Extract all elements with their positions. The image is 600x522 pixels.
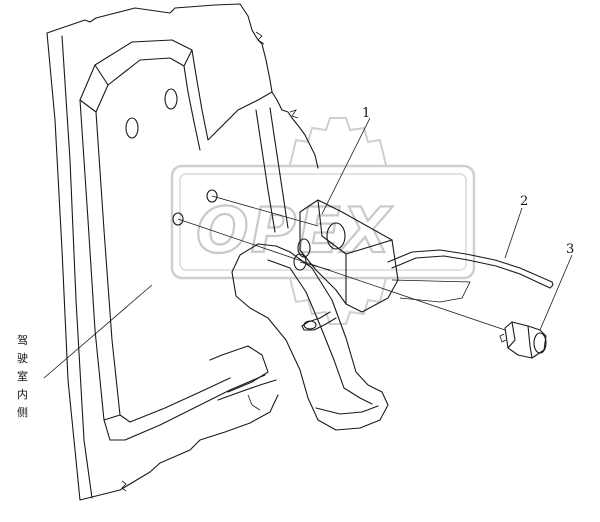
bolt-hole-mid-left <box>172 212 184 226</box>
side-label-cab-inner: 驾 驶 室 内 侧 <box>17 334 28 419</box>
bolt-hole-upper-right <box>164 88 178 110</box>
guide-rail <box>255 107 289 233</box>
leader-line-side-label <box>43 284 153 379</box>
handle-pivot-hole <box>293 253 307 271</box>
rod-part-2 <box>387 249 554 303</box>
side-label-char-2: 驶 <box>17 351 28 365</box>
spring-clip-eye <box>303 320 317 330</box>
reinforcement-plate <box>79 39 277 441</box>
callout-number-3: 3 <box>566 242 574 257</box>
side-label-char-1: 驾 <box>17 334 28 347</box>
cab-wall <box>46 3 319 501</box>
housing-bore-large <box>326 222 346 250</box>
leader-line-3 <box>539 254 573 331</box>
callout-number-2: 2 <box>520 194 528 209</box>
bolt-hole-mid-right <box>206 189 218 203</box>
handle-assembly-part-1 <box>231 199 399 431</box>
leader-lines <box>43 117 573 379</box>
side-label-char-3: 室 <box>17 369 28 383</box>
callout-number-1: 1 <box>362 106 370 121</box>
side-label-char-5: 侧 <box>17 406 28 419</box>
bolt-hole-upper-left <box>125 117 139 139</box>
side-label-char-4: 内 <box>17 387 28 401</box>
bolt-part-3 <box>499 321 547 359</box>
watermark-gear-bottom <box>289 277 387 325</box>
watermark-frame-inner <box>179 173 467 271</box>
bolt-head <box>533 332 547 354</box>
watermark-frame <box>170 164 476 280</box>
watermark-gear-top <box>289 117 387 166</box>
leader-line-1 <box>321 117 371 215</box>
leader-line-2 <box>504 207 523 259</box>
watermark-text: OPEX <box>196 194 393 267</box>
housing-bore-small <box>297 238 311 258</box>
watermark-logo: OPEX <box>170 117 476 325</box>
assembly-axis-lines <box>177 195 506 331</box>
